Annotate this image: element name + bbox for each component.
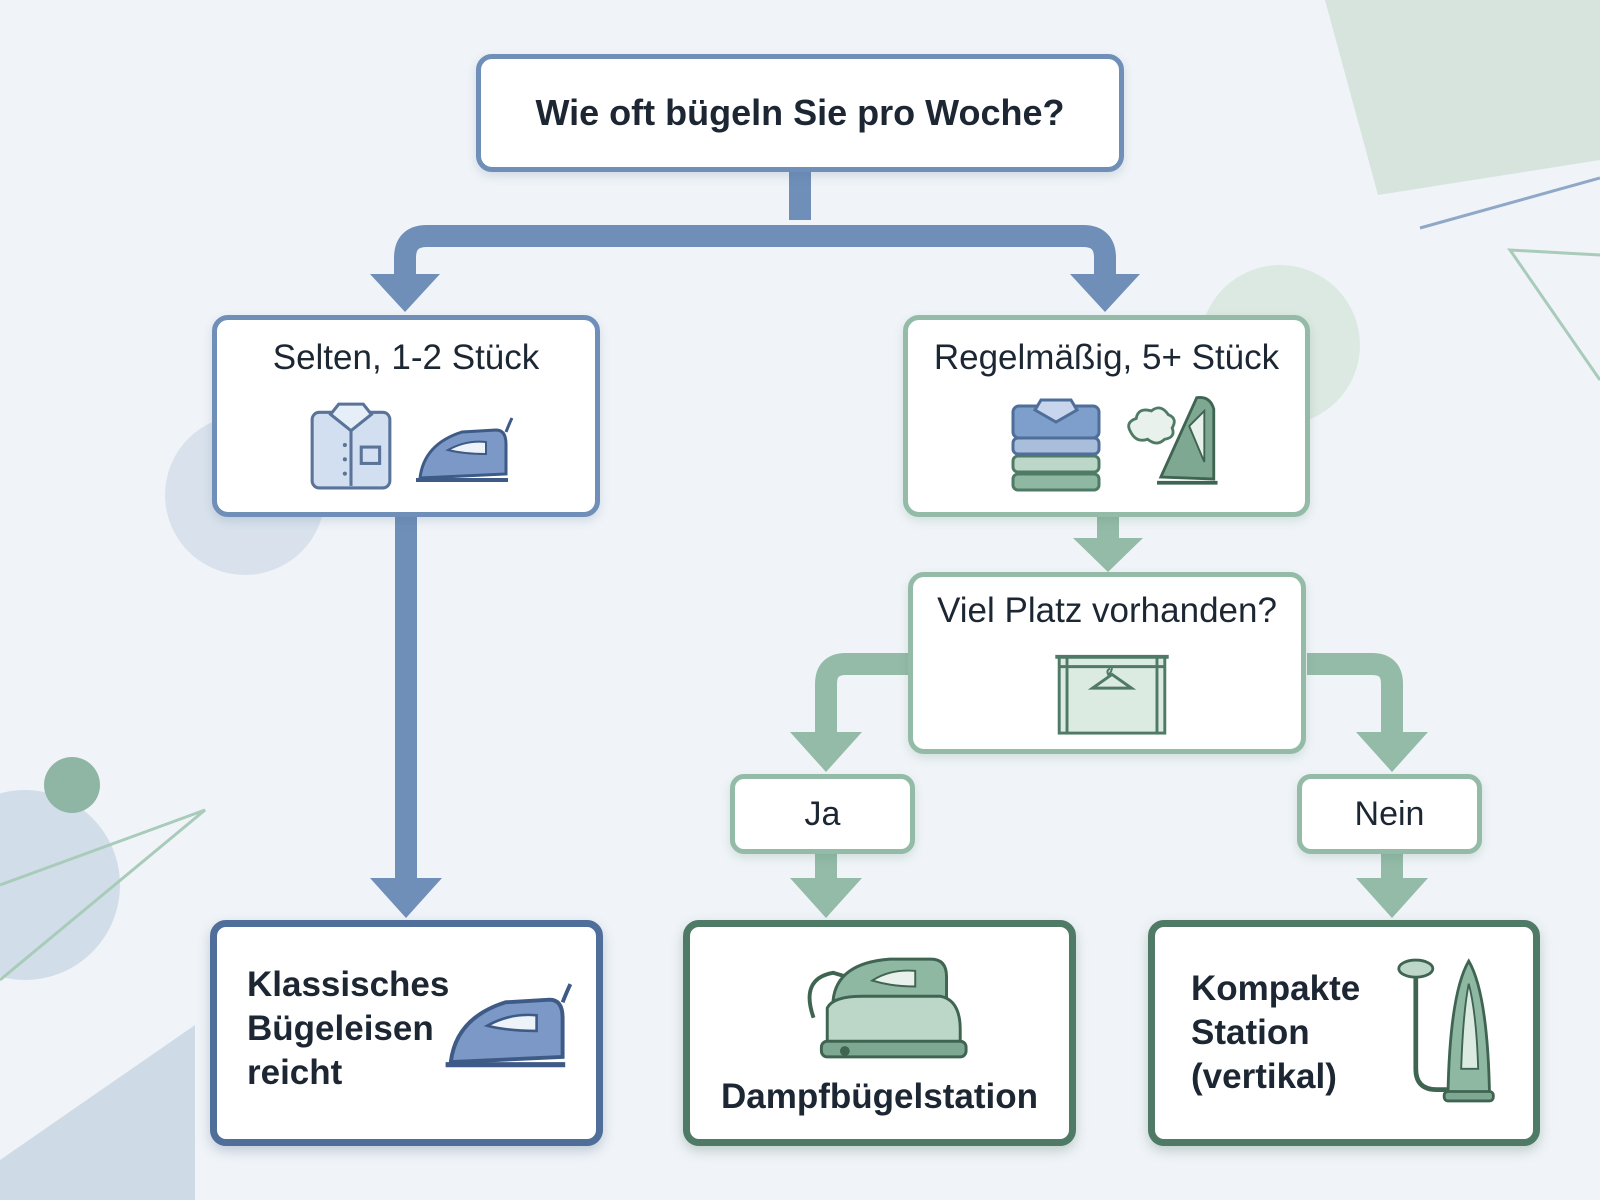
result-classic-text: Klassisches Bügeleisen reicht <box>247 965 450 1092</box>
answer-no-text: Nein <box>1354 795 1425 833</box>
option-regular-box: Regelmäßig, 5+ Stück <box>903 315 1310 517</box>
bg-circle-bottom-left-large <box>0 790 120 980</box>
bg-outline-triangle-right <box>1507 248 1600 381</box>
result-compact-box: Kompakte Station (vertikal) <box>1148 920 1540 1146</box>
question-frequency-box: Wie oft bügeln Sie pro Woche? <box>476 54 1124 172</box>
vertical-steamer-icon <box>1397 958 1495 1103</box>
steam-station-icon <box>807 957 968 1059</box>
result-steam-station-box: Dampfbügelstation <box>683 920 1076 1146</box>
result-classic-box: Klassisches Bügeleisen reicht <box>210 920 603 1146</box>
bg-triangle-bottom-left <box>0 1025 195 1200</box>
answer-yes-text: Ja <box>804 795 841 833</box>
question-space-box: Viel Platz vorhanden? <box>908 572 1306 754</box>
option-regular-text: Regelmäßig, 5+ Stück <box>933 338 1280 377</box>
bg-triangle-top-right <box>1325 0 1600 195</box>
answer-no-box: Nein <box>1297 774 1482 854</box>
option-rarely-text: Selten, 1-2 Stück <box>272 338 540 377</box>
option-rarely-box: Selten, 1-2 Stück <box>212 315 600 517</box>
connector-blue <box>394 168 1116 880</box>
shirt-icon <box>310 402 392 490</box>
bg-outline-triangle-left <box>0 808 206 982</box>
question-frequency-text: Wie oft bügeln Sie pro Woche? <box>535 92 1065 133</box>
iron-icon <box>445 983 573 1068</box>
iron-icon <box>416 417 514 482</box>
bg-circle-bottom-left-small <box>44 757 100 813</box>
result-steam-station-text: Dampfbügelstation <box>721 1077 1038 1116</box>
result-compact-text: Kompakte Station (vertikal) <box>1191 969 1361 1096</box>
bg-line-top-right <box>1419 176 1600 230</box>
arrowheads-green <box>790 538 1428 918</box>
arrowheads-blue <box>370 274 1140 918</box>
question-space-text: Viel Platz vorhanden? <box>937 591 1277 630</box>
steam-iron-icon <box>1127 396 1218 485</box>
stacked-shirts-icon <box>1011 398 1101 492</box>
answer-yes-box: Ja <box>730 774 915 854</box>
wardrobe-hanger-icon <box>1055 654 1169 735</box>
